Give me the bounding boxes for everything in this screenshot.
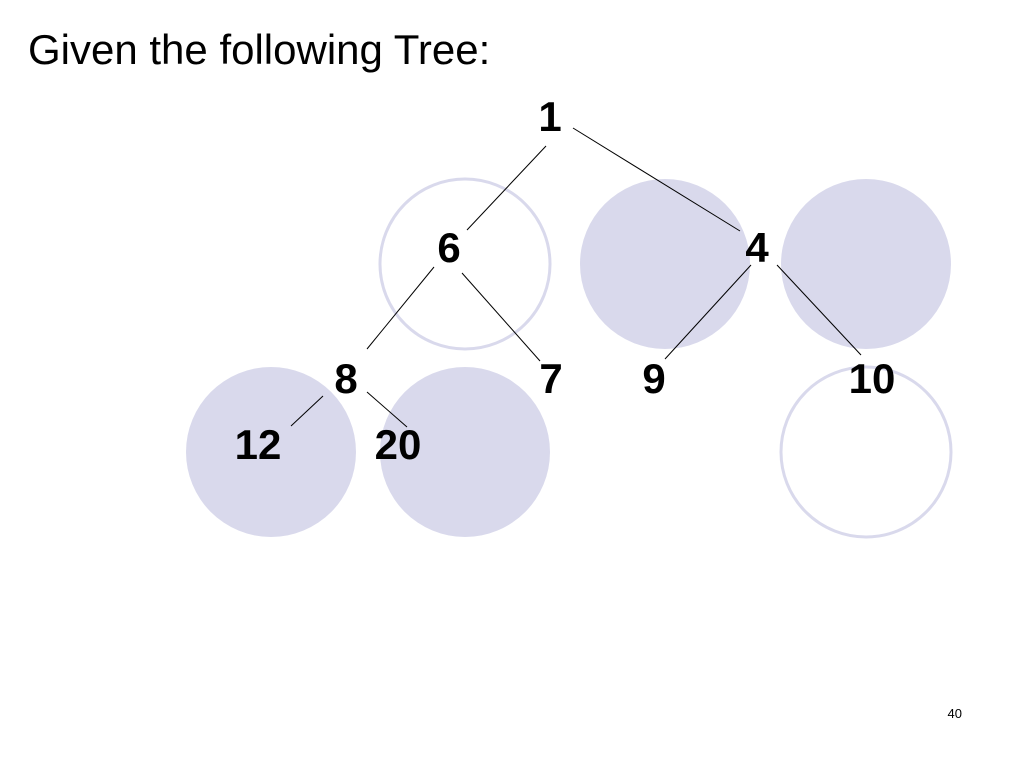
filled-circle: [380, 367, 550, 537]
decorative-circles: [186, 177, 953, 539]
tree-node-8: 8: [334, 355, 357, 402]
tree-node-1: 1: [538, 93, 561, 140]
filled-circle: [580, 179, 750, 349]
tree-node-20: 20: [375, 421, 422, 468]
tree-edge: [664, 264, 752, 360]
tree-edge: [366, 391, 408, 428]
tree-edge: [572, 127, 741, 232]
tree-edge: [290, 395, 324, 427]
tree-node-4: 4: [745, 224, 769, 271]
page-number: 40: [947, 706, 962, 721]
filled-circle: [186, 367, 356, 537]
outline-circle: [378, 177, 552, 351]
tree-node-7: 7: [539, 355, 562, 402]
tree-edges: [290, 127, 862, 428]
tree-node-12: 12: [235, 421, 282, 468]
tree-node-10: 10: [849, 355, 896, 402]
tree-node-9: 9: [642, 355, 665, 402]
filled-circle: [781, 179, 951, 349]
tree-edge: [461, 272, 541, 362]
tree-edge: [366, 266, 435, 350]
slide-title: Given the following Tree:: [28, 26, 491, 73]
outline-circle: [779, 365, 953, 539]
tree-node-6: 6: [437, 224, 460, 271]
tree-edge: [776, 264, 862, 356]
tree-edge: [466, 145, 547, 231]
tree-nodes: 1 6 4 8 7 9 10 12 20: [235, 93, 896, 468]
